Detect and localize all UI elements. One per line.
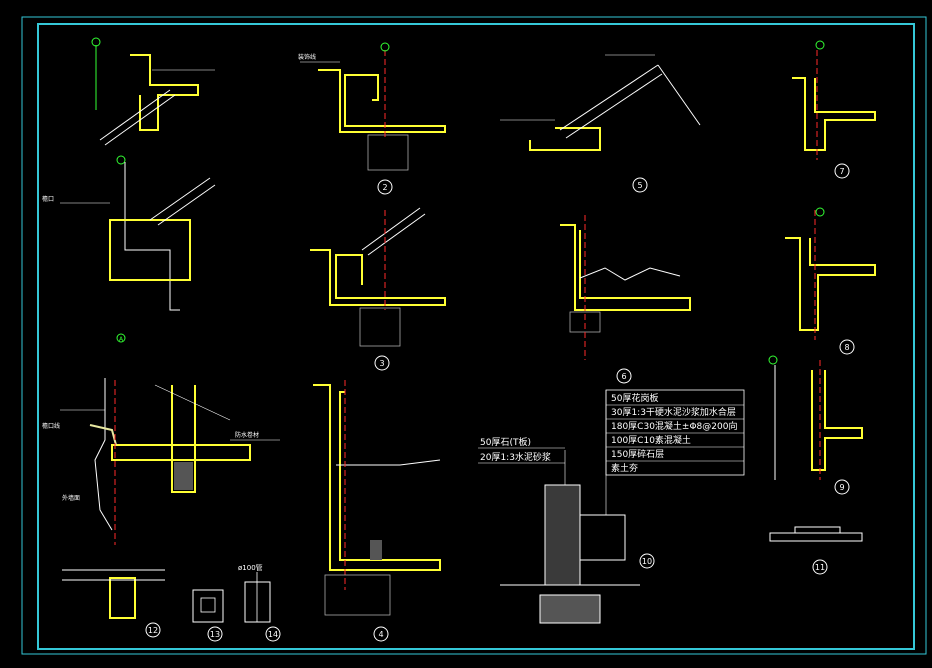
detail-13: 13: [192, 589, 224, 642]
detail-top-left: [91, 37, 215, 146]
detail-8: 8: [785, 207, 876, 355]
detail-label-11: 11: [815, 563, 825, 572]
svg-text:外墙面: 外墙面: [62, 494, 80, 502]
detail-2: 装饰线 2: [298, 42, 446, 195]
detail-9: 9: [768, 355, 863, 495]
drawing-frame: [21, 16, 927, 655]
pipe-label-14: ø100管: [238, 563, 263, 572]
svg-text:檐口: 檐口: [42, 195, 54, 203]
svg-text:A: A: [119, 336, 124, 343]
detail-left-2: 檐口: [42, 155, 216, 311]
detail-6: 6: [560, 215, 691, 384]
detail-10: 10: [500, 390, 655, 624]
detail-label-12: 12: [148, 626, 158, 635]
step-note-row-2: 20厚1:3水泥砂浆: [480, 451, 551, 463]
layer-row-3: 180厚C30混凝土±Φ8@200向: [611, 420, 737, 432]
detail-label-14: 14: [268, 630, 278, 639]
detail-11: 11: [769, 526, 863, 575]
step-note: 50厚石(T板) 20厚1:3水泥砂浆: [478, 436, 565, 464]
detail-label-4: 4: [378, 630, 383, 639]
detail-14: ø100管 14: [238, 563, 281, 642]
layer-row-2: 30厚1:3干硬水泥沙浆加水合层: [611, 406, 736, 418]
layer-row-4: 100厚C10素混凝土: [611, 434, 691, 446]
detail-label-3: 3: [379, 359, 384, 368]
detail-12: 12: [62, 569, 165, 638]
detail-label-5: 5: [637, 181, 642, 190]
detail-label-2: 2: [382, 183, 387, 192]
detail-label-8: 8: [844, 343, 849, 352]
detail-label-7: 7: [839, 167, 844, 176]
layer-row-6: 素土夯: [611, 462, 638, 474]
detail-3: 3: [310, 207, 446, 371]
svg-text:装饰线: 装饰线: [298, 53, 316, 61]
layer-row-5: 150厚碎石层: [611, 448, 664, 460]
detail-1: 檐口线 防水卷材 外墙面 A: [42, 333, 280, 545]
detail-label-6: 6: [621, 372, 626, 381]
detail-label-13: 13: [210, 630, 220, 639]
svg-text:檐口线: 檐口线: [42, 422, 60, 430]
detail-label-9: 9: [839, 483, 844, 492]
detail-7: 7: [792, 40, 876, 179]
detail-4: 4: [313, 380, 441, 642]
step-note-row-1: 50厚石(T板): [480, 436, 531, 448]
detail-label-10: 10: [642, 557, 652, 566]
layer-table: 50厚花岗板 30厚1:3干硬水泥沙浆加水合层 180厚C30混凝土±Φ8@20…: [605, 389, 745, 476]
layer-row-1: 50厚花岗板: [611, 392, 658, 404]
svg-text:防水卷材: 防水卷材: [235, 431, 259, 439]
detail-5: 5: [500, 54, 701, 193]
